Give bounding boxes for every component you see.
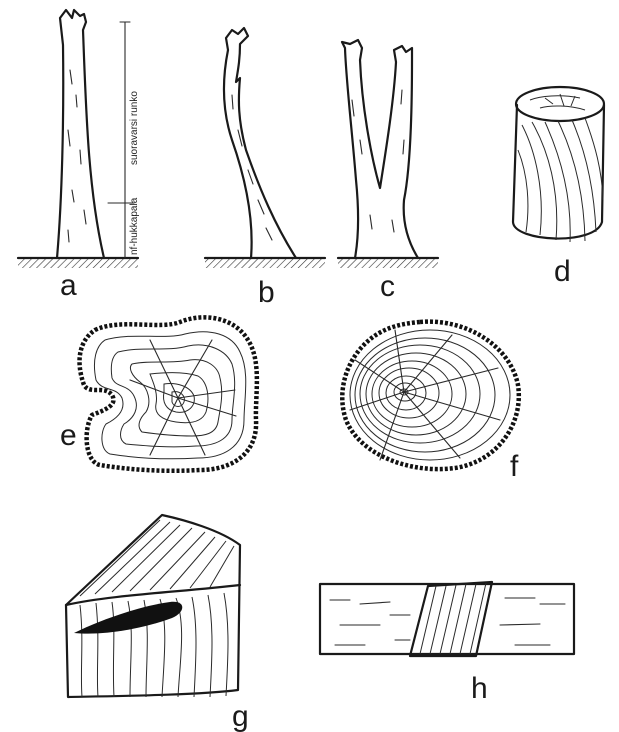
label-d: d xyxy=(554,255,571,288)
label-a: a xyxy=(60,269,77,302)
label-f: f xyxy=(510,450,519,483)
ground-hatch xyxy=(18,258,138,268)
ground-hatch xyxy=(205,258,325,268)
tree-crooked-illustration xyxy=(205,28,325,268)
label-c: c xyxy=(380,270,395,303)
knot-mark xyxy=(74,602,182,634)
tree-straight-illustration xyxy=(18,10,138,268)
label-h: h xyxy=(471,672,488,705)
label-g: g xyxy=(232,700,249,732)
annotation-lower: nf-hukkapala xyxy=(129,197,140,255)
cross-section-round-illustration xyxy=(342,322,519,469)
ground-hatch xyxy=(338,258,438,268)
tree-forked-illustration xyxy=(338,40,438,268)
log-spiral-grain-illustration xyxy=(513,87,604,242)
label-e: e xyxy=(60,419,77,452)
label-b: b xyxy=(258,276,275,309)
board-diagonal-grain-illustration xyxy=(320,582,574,656)
wood-wedge-knot-illustration xyxy=(66,515,240,697)
annotation-upper: suoravarsi runko xyxy=(129,91,140,165)
cross-section-irregular-illustration xyxy=(80,317,257,470)
